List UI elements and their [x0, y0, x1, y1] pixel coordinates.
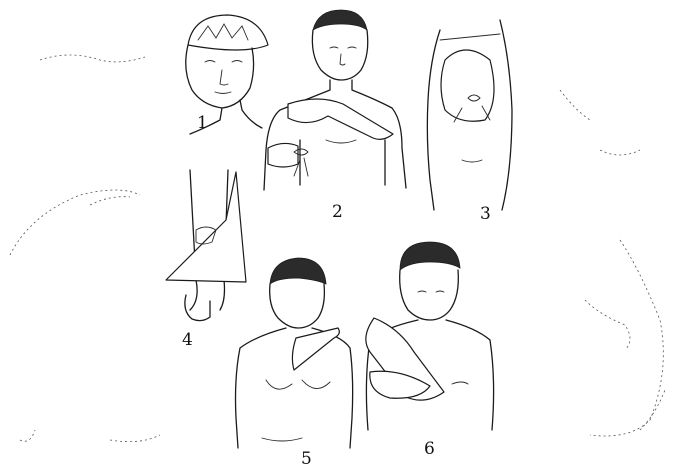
figure-number-3: 3: [480, 204, 491, 224]
figure-number-4: 4: [182, 330, 193, 350]
figure-number-5: 5: [301, 449, 312, 469]
figure-number-1: 1: [197, 113, 208, 133]
figure-number-2: 2: [332, 202, 343, 222]
figure-number-6: 6: [424, 439, 435, 459]
